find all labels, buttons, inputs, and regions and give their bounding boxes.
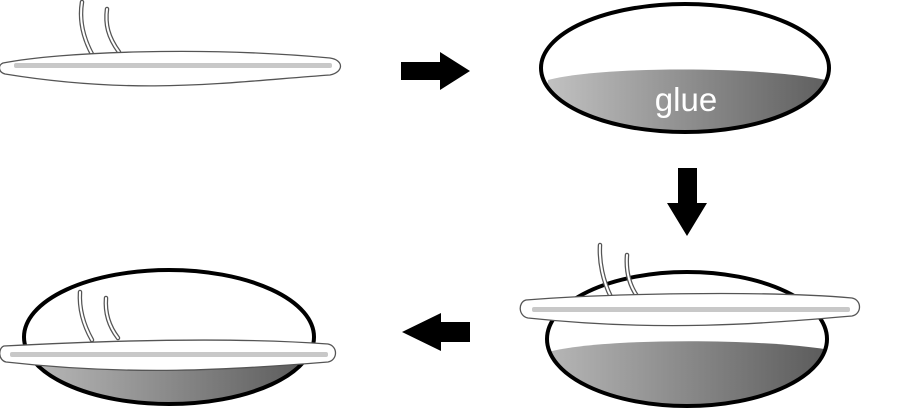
arrow-down [667, 168, 707, 236]
container-outline [22, 268, 316, 406]
strip-core [14, 63, 332, 68]
glue-pool [547, 341, 827, 406]
wire-pair-core [78, 291, 119, 341]
glue-label: glue [655, 81, 717, 118]
strip-core [10, 352, 328, 357]
arrow-right [401, 52, 470, 90]
arrow-left [402, 313, 470, 351]
wire-pair-core [80, 1, 120, 57]
container-outline [545, 270, 829, 408]
step-container-with-glue: glue [539, 2, 831, 134]
container-outline [539, 2, 831, 134]
step-strip-on-container [519, 242, 861, 408]
wire-pair-core [598, 244, 638, 298]
wire-pair [78, 0, 122, 59]
step-strip-glued [0, 268, 337, 406]
step-strip-with-wires [0, 0, 342, 87]
strip-body [0, 50, 342, 87]
strip-core [532, 307, 850, 312]
